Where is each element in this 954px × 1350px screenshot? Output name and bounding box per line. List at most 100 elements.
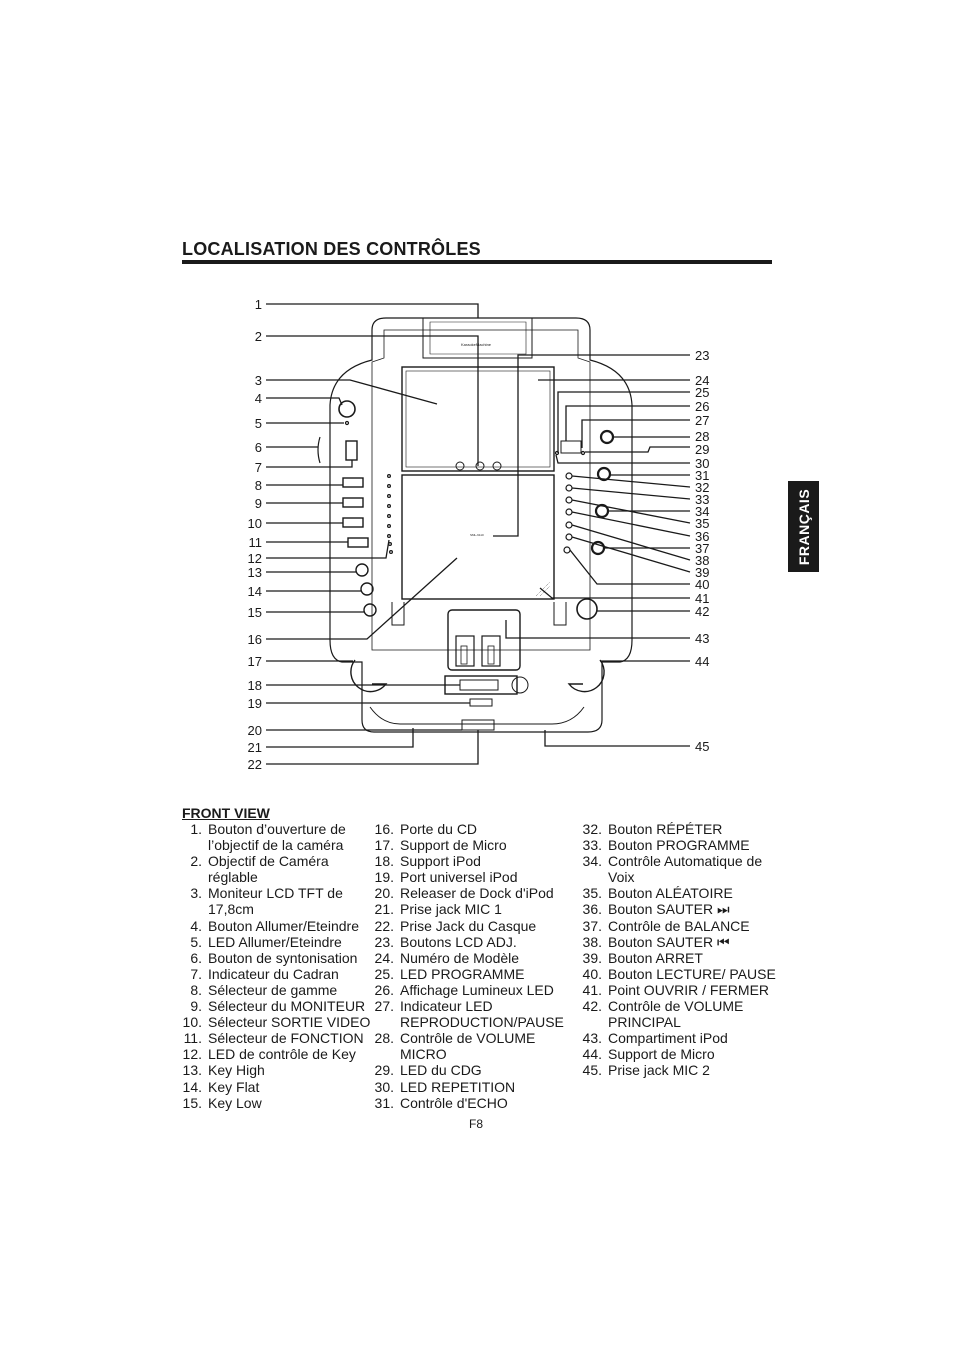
callout-7: 7	[254, 460, 262, 475]
legend-item: 38.Bouton SAUTER ⏮	[575, 934, 785, 950]
callout-41: 41	[695, 591, 710, 606]
legend-item: 20.Releaser de Dock d'iPod	[367, 885, 577, 901]
legend-item-number: 24.	[374, 949, 394, 966]
callout-29: 29	[695, 442, 710, 457]
callout-12: 12	[247, 551, 262, 566]
callout-30: 30	[695, 456, 710, 471]
legend-item-text: Affichage Lumineux LED	[400, 981, 554, 998]
legend-item-text: Contrôle de VOLUME MICRO	[400, 1030, 536, 1063]
legend-item-number: 20.	[374, 885, 394, 902]
legend-item-number: 34.	[582, 853, 602, 870]
callout-25: 25	[695, 385, 710, 400]
legend-item-text: Porte du CD	[400, 821, 478, 837]
legend-item: 44.Support de Micro	[575, 1046, 785, 1062]
legend-item-text: Bouton PROGRAMME	[608, 837, 750, 854]
callout-31: 31	[695, 468, 710, 483]
legend-item: 5. LED Allumer/Eteindre	[175, 934, 375, 950]
legend-item: 33.Bouton PROGRAMME	[575, 837, 785, 853]
legend-item-text: Support iPod	[400, 853, 481, 870]
legend-item: 23.Boutons LCD ADJ.	[367, 934, 577, 950]
legend-item-text: Bouton ALÉATOIRE	[608, 885, 733, 902]
callout-40: 40	[695, 577, 710, 592]
legend-item-text: LED du CDG	[400, 1062, 482, 1079]
key-flat-button	[360, 582, 374, 596]
callout-11: 11	[248, 535, 263, 550]
legend-item-number: 7.	[190, 965, 202, 982]
legend-item-number: 4.	[190, 917, 202, 934]
legend-item-text: LED de contrôle de Key	[208, 1046, 356, 1063]
legend-item-text: Objectif de Caméra réglable	[208, 853, 329, 886]
legend-item: 43.Compartiment iPod	[575, 1030, 785, 1046]
legend-item-number: 12.	[182, 1046, 202, 1063]
legend-item-number: 45.	[582, 1062, 602, 1079]
legend-item-text: LED REPETITION	[400, 1078, 516, 1095]
legend-item-number: 23.	[374, 933, 394, 950]
legend-item-text: Point OUVRIR / FERMER	[608, 981, 770, 998]
callout-42: 42	[695, 604, 710, 619]
legend-item-number: 16.	[374, 821, 394, 837]
legend-item: 13.Key High	[175, 1062, 375, 1078]
callout-10: 10	[247, 516, 262, 531]
legend-item-text: Port universel iPod	[400, 869, 518, 886]
legend-item: 31.Contrôle d'ECHO	[367, 1095, 577, 1111]
legend-item: 29. LED du CDG	[367, 1062, 577, 1078]
legend-item-number: 1.	[190, 821, 202, 837]
callout-2: 2	[254, 329, 262, 344]
legend-item-number: 17.	[374, 837, 394, 854]
cd-door	[401, 474, 555, 600]
legend-item: 40.Bouton LECTURE/ PAUSE	[575, 966, 785, 982]
callout-22: 22	[247, 757, 262, 772]
legend-item-number: 29.	[374, 1062, 394, 1079]
legend-item-text: Sélecteur SORTIE VIDEO	[208, 1014, 371, 1031]
legend-item: 12. LED de contrôle de Key	[175, 1046, 375, 1062]
callout-23: 23	[695, 348, 710, 363]
callout-14: 14	[247, 584, 262, 599]
legend-item-number: 3.	[190, 885, 202, 902]
title-underline	[182, 260, 772, 264]
legend-item-number: 6.	[190, 949, 202, 966]
ipod-dock	[447, 609, 521, 671]
camera-housing	[422, 317, 533, 359]
callout-33: 33	[695, 492, 710, 507]
legend-item-text: Key Low	[208, 1094, 262, 1111]
key-high-button	[355, 563, 369, 577]
legend-item: 26.Affichage Lumineux LED	[367, 982, 577, 998]
legend-item-text: Sélecteur de FONCTION	[208, 1030, 364, 1047]
legend-item: 9. Sélecteur du MONITEUR	[175, 998, 375, 1014]
legend-item-text: Contrôle de BALANCE	[608, 917, 750, 934]
legend-item-text: Bouton de syntonisation	[208, 949, 358, 966]
legend-item: 4.Bouton Allumer/Eteindre	[175, 918, 375, 934]
callout-20: 20	[247, 723, 262, 738]
callout-9: 9	[254, 496, 262, 511]
main-volume-knob	[576, 598, 598, 620]
mic-volume-knob	[599, 429, 615, 445]
callout-27: 27	[695, 413, 710, 428]
callout-5: 5	[254, 416, 262, 431]
legend-item-text: Indicateur du Cadran	[208, 965, 339, 982]
legend-item: 21.Prise jack MIC 1	[367, 901, 577, 917]
legend-item-number: 5.	[190, 933, 202, 950]
legend-item: 45.Prise jack MIC 2	[575, 1062, 785, 1078]
legend-item: 19.Port universel iPod	[367, 869, 577, 885]
callout-6: 6	[254, 440, 262, 455]
callout-19: 19	[247, 696, 262, 711]
legend-item-number: 31.	[374, 1094, 394, 1111]
legend-item: 8.Sélecteur de gamme	[175, 982, 375, 998]
callout-16: 16	[247, 632, 262, 647]
legend-item-text: Support de Micro	[608, 1046, 715, 1063]
legend-item-text: Support de Micro	[400, 837, 507, 854]
legend-item-text: Key Flat	[208, 1078, 260, 1095]
legend-item-number: 13.	[182, 1062, 202, 1079]
callout-26: 26	[695, 399, 710, 414]
callout-4: 4	[254, 391, 262, 406]
legend-item-number: 9.	[190, 998, 202, 1015]
legend-item-number: 41.	[582, 981, 602, 998]
legend-item: 41. Point OUVRIR / FERMER	[575, 982, 785, 998]
legend-item-text: LED Allumer/Eteindre	[208, 933, 342, 950]
legend-item-number: 42.	[582, 998, 602, 1015]
legend-item-text: Sélecteur du MONITEUR	[208, 998, 366, 1015]
legend-item: 36.Bouton SAUTER ⏭	[575, 901, 785, 917]
legend-item: 28.Contrôle de VOLUME MICRO	[367, 1030, 577, 1062]
callout-17: 17	[247, 654, 262, 669]
callout-1: 1	[254, 297, 262, 312]
